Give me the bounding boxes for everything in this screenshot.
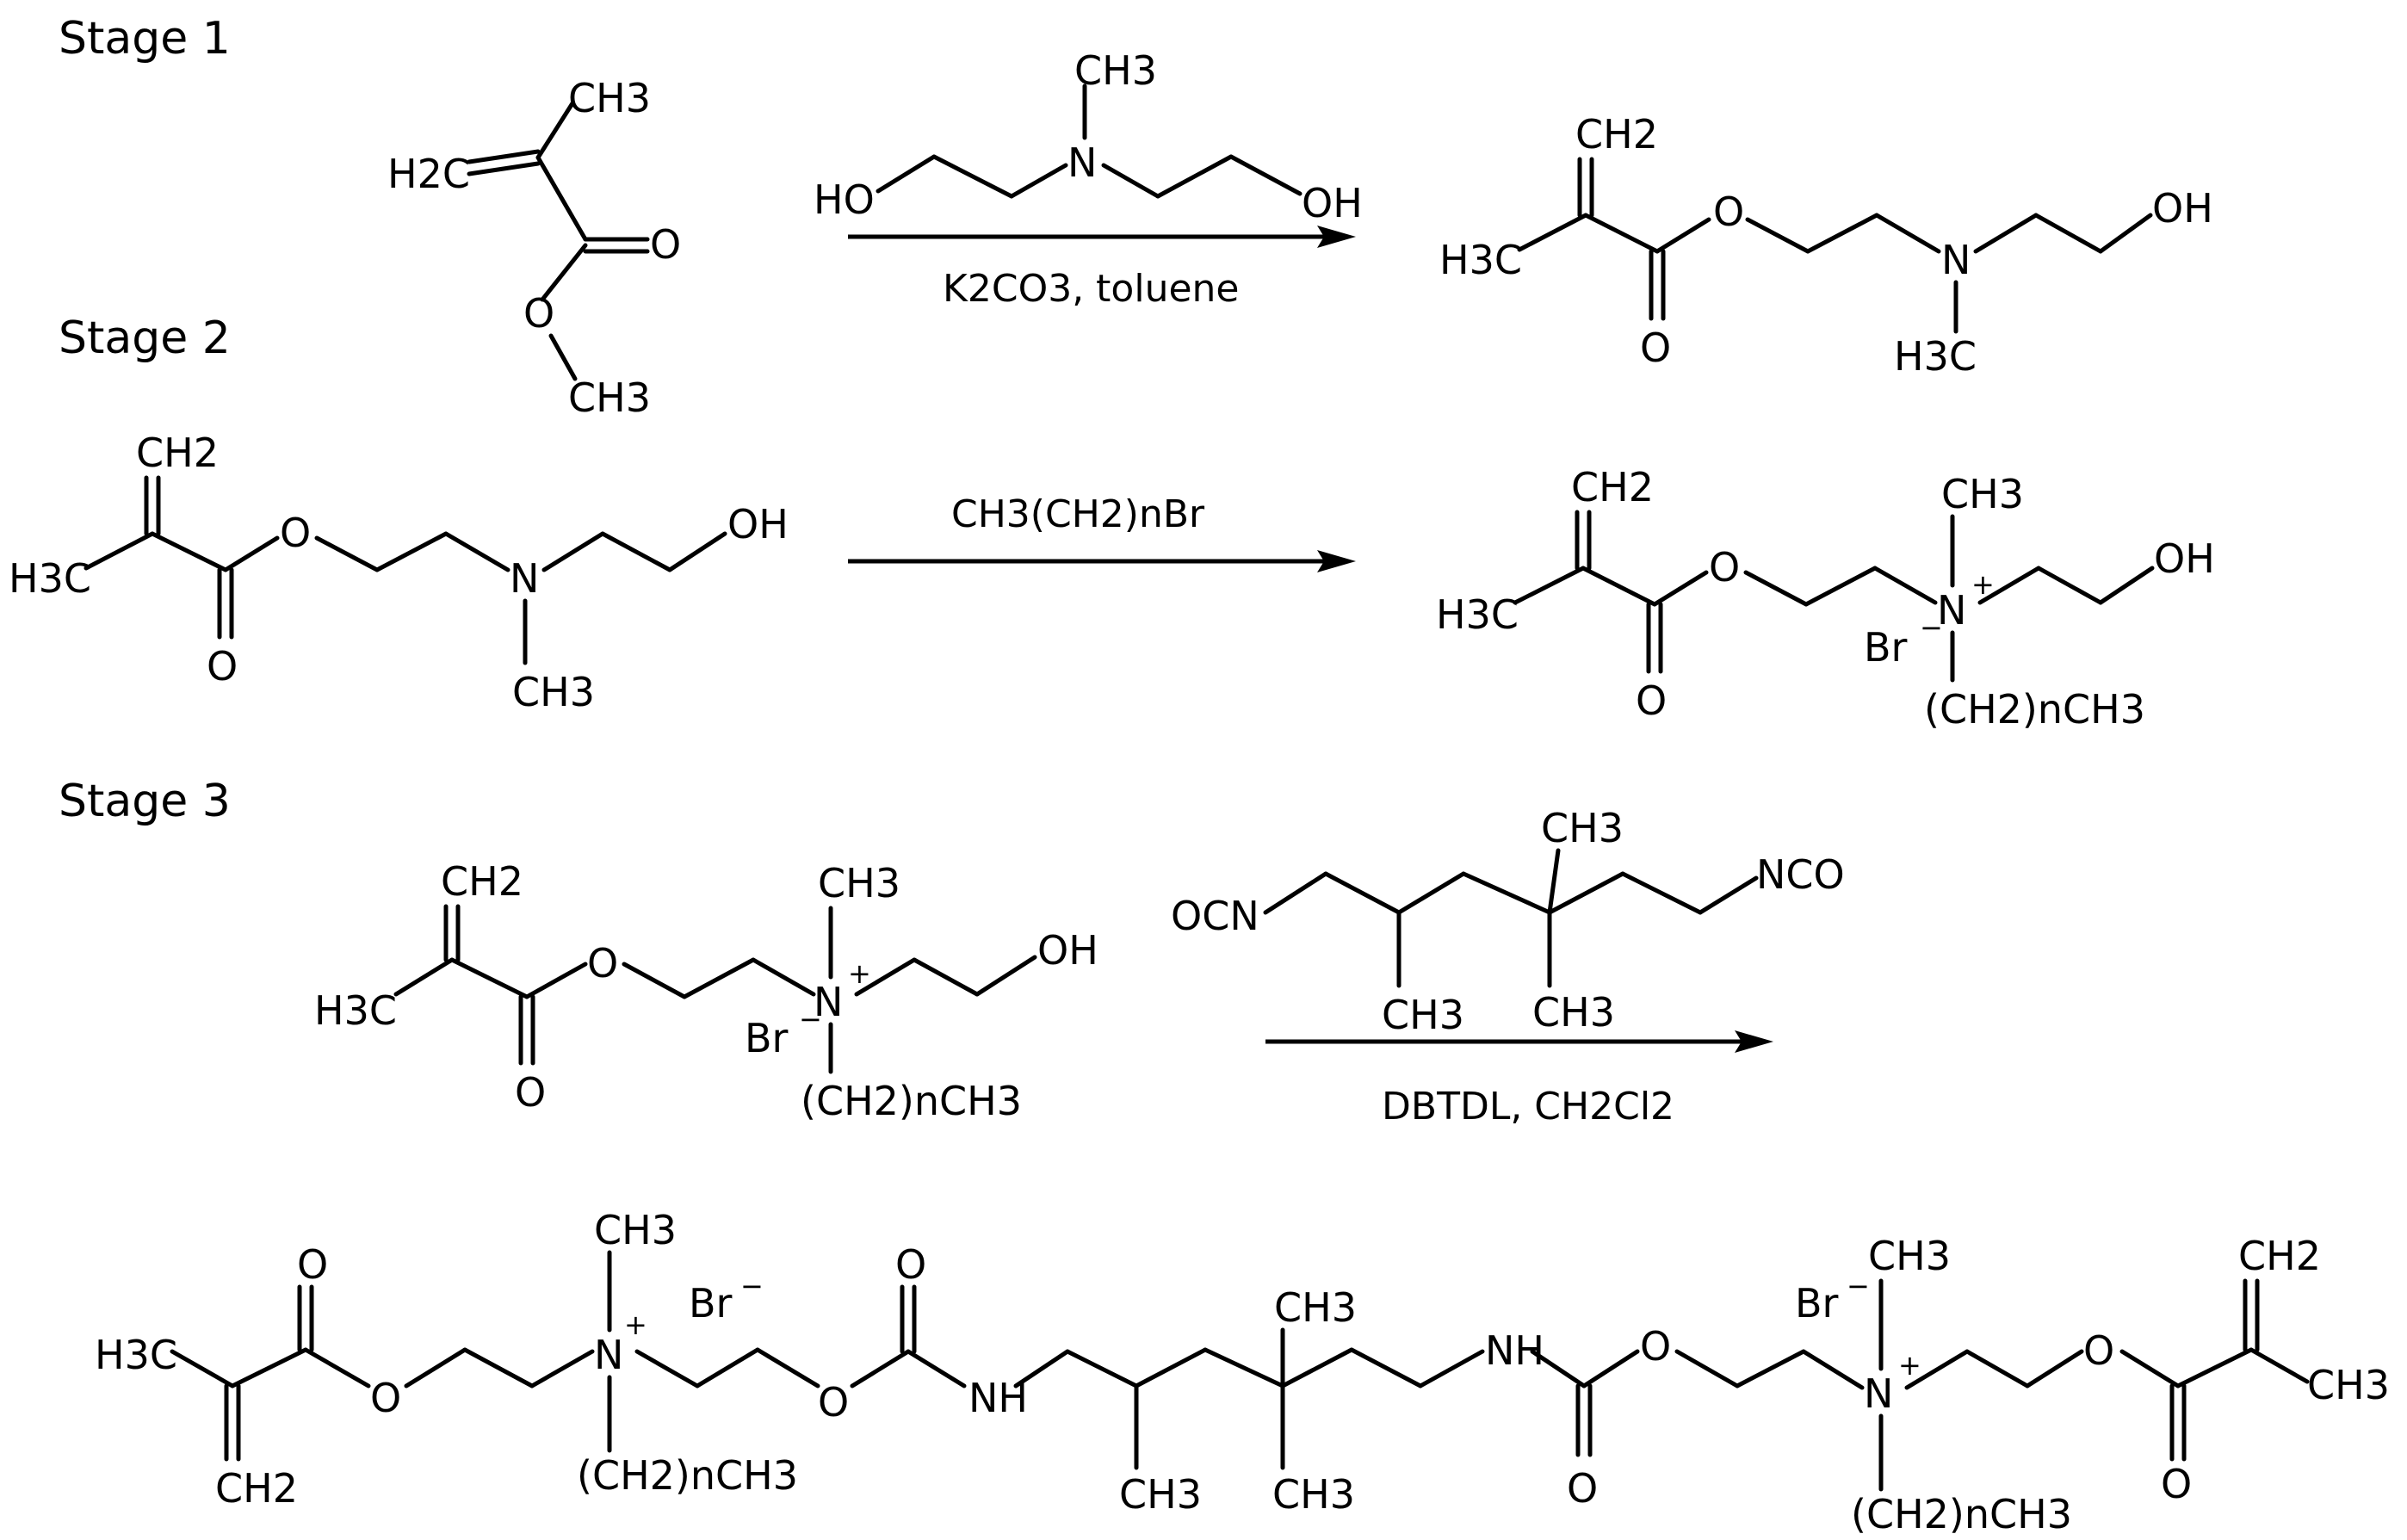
atom-chain: (CH2)nCH3 <box>577 1452 798 1499</box>
atom-chain: (CH2)nCH3 <box>1851 1491 2072 1537</box>
atom-nh: NH <box>1485 1327 1544 1374</box>
atom-o: O <box>1640 325 1671 371</box>
atom-oh: OH <box>1037 927 1098 974</box>
atom-o: O <box>207 643 238 690</box>
atom-ch3: CH3 <box>568 75 651 121</box>
atom-o: O <box>370 1375 401 1421</box>
atom-o: O <box>515 1069 546 1116</box>
stage-2-label: Stage 2 <box>59 312 231 364</box>
atom-o: O <box>297 1241 328 1288</box>
atom-h2c: H2C <box>387 151 470 197</box>
atom-ch3: CH3 <box>1541 805 1624 851</box>
stage-2-arrow <box>848 550 1356 572</box>
atom-o: O <box>1713 189 1744 235</box>
atom-ch2: CH2 <box>1575 111 1658 158</box>
atom-n: N <box>814 979 843 1025</box>
atom-ch3: CH3 <box>594 1207 677 1253</box>
atom-ch2: CH2 <box>2238 1233 2321 1279</box>
atom-o: O <box>280 510 311 556</box>
atom-o: O <box>1567 1465 1598 1512</box>
atom-h3c: H3C <box>1439 237 1522 283</box>
atom-nco: NCO <box>1756 851 1845 898</box>
atom-h3c: H3C <box>95 1332 177 1378</box>
atom-ch3: CH3 <box>1074 47 1157 94</box>
n-plus-charge: + <box>1898 1349 1921 1382</box>
atom-ch3: CH3 <box>512 669 595 715</box>
stage-2-reactant: CH2 H3C O O N OH CH3 <box>9 430 789 715</box>
atom-ch2: CH2 <box>215 1465 298 1512</box>
br-minus-charge: − <box>1847 1270 1870 1302</box>
atom-ch3: CH3 <box>1274 1284 1357 1331</box>
atom-n: N <box>1941 237 1971 283</box>
atom-o: O <box>650 221 681 268</box>
n-plus-charge: + <box>624 1308 647 1341</box>
atom-br: Br <box>745 1015 789 1061</box>
atom-chain: (CH2)nCH3 <box>1924 686 2145 733</box>
stage-2-reagent: CH3(CH2)nBr <box>951 492 1205 536</box>
n-plus-charge: + <box>848 957 871 990</box>
atom-chain: (CH2)nCH3 <box>801 1078 1022 1124</box>
atom-ch3: CH3 <box>2307 1362 2390 1408</box>
atom-ch3: CH3 <box>1941 471 2024 517</box>
stage-3-label: Stage 3 <box>59 776 231 827</box>
atom-h3c: H3C <box>314 987 397 1034</box>
atom-o: O <box>1640 1323 1671 1370</box>
atom-ch2: CH2 <box>1571 464 1654 510</box>
diisocyanate-reagent: OCN NCO CH3 CH3 CH3 <box>1171 805 1845 1038</box>
atom-o: O <box>818 1379 849 1426</box>
atom-ch3: CH3 <box>1532 989 1615 1036</box>
atom-oh: OH <box>1302 180 1363 226</box>
atom-ch2: CH2 <box>136 430 219 476</box>
atom-oh: OH <box>2154 535 2215 582</box>
stage-1-reagents: K2CO3, toluene <box>943 267 1239 311</box>
br-minus-charge: − <box>1920 611 1943 644</box>
atom-ch3: CH3 <box>1382 992 1464 1038</box>
atom-ch3: CH3 <box>1868 1233 1951 1279</box>
stage-1-product: CH2 H3C O O N OH H3C <box>1439 111 2213 380</box>
stage-1-arrow <box>848 226 1356 248</box>
br-minus-charge: − <box>740 1270 764 1302</box>
atom-br: Br <box>1795 1280 1839 1327</box>
atom-br: Br <box>689 1280 733 1327</box>
atom-ocn: OCN <box>1171 893 1259 939</box>
methyl-methacrylate: CH3 H2C O O CH3 <box>387 75 681 421</box>
atom-n: N <box>510 555 539 602</box>
atom-n: N <box>594 1332 623 1378</box>
atom-n: N <box>1937 587 1966 634</box>
atom-br: Br <box>1864 624 1908 671</box>
stage-1-label: Stage 1 <box>59 13 231 65</box>
atom-ch3: CH3 <box>818 860 900 906</box>
atom-h3c: H3C <box>1436 591 1519 638</box>
atom-o: O <box>1709 544 1740 591</box>
atom-n: N <box>1067 139 1097 186</box>
atom-o: O <box>523 290 554 337</box>
stage-3-reagents: DBTDL, CH2Cl2 <box>1382 1085 1674 1129</box>
br-minus-charge: − <box>799 1003 822 1036</box>
atom-o: O <box>587 940 618 986</box>
atom-ch2: CH2 <box>441 858 523 905</box>
stage-2-product: CH2 H3C O O CH3 N + Br − OH (CH2)nCH3 <box>1436 464 2215 733</box>
atom-n: N <box>1864 1370 1893 1417</box>
atom-h3c: H3C <box>1894 333 1977 380</box>
atom-ch3: CH3 <box>1272 1471 1355 1518</box>
atom-o: O <box>2083 1327 2114 1374</box>
atom-h3c: H3C <box>9 555 91 602</box>
atom-o: O <box>1636 677 1667 724</box>
atom-ho: HO <box>814 176 875 223</box>
stage-3-reactant: CH2 H3C O O CH3 N + Br − OH (CH2)nCH3 <box>314 858 1098 1124</box>
stage-3-arrow <box>1265 1030 1773 1053</box>
atom-oh: OH <box>727 501 789 547</box>
atom-ch3: CH3 <box>1119 1471 1202 1518</box>
atom-ch3: CH3 <box>568 374 651 421</box>
atom-o: O <box>2161 1461 2192 1507</box>
atom-oh: OH <box>2152 185 2213 232</box>
n-methyldiethanolamine: CH3 N HO OH <box>814 47 1363 226</box>
final-product: H3C CH2 O O CH3 N + Br − (CH2)nCH3 O O N… <box>95 1207 2390 1537</box>
atom-o: O <box>895 1241 926 1288</box>
